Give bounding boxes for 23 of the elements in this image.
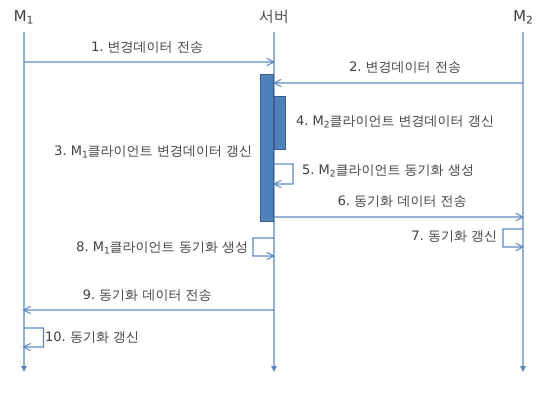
self-message-arrow (22, 327, 44, 352)
message-label: 1. 변경데이터 전송 (91, 40, 203, 56)
self-message-arrow (502, 228, 524, 252)
self-message-arrow (252, 237, 275, 260)
participant-label: 서버 (258, 6, 290, 26)
message-arrow (273, 78, 523, 88)
message-label: 5. M$_{2}$클라이언트 동기화 생성 (302, 163, 474, 179)
activation-bar (260, 74, 274, 222)
message-arrow (24, 58, 275, 66)
message-arrow (274, 212, 524, 222)
message-label: 8. M$_{1}$클라이언트 동기화 생성 (76, 240, 248, 256)
activation-bar (274, 96, 286, 150)
step-label: 4. M$_{2}$클라이언트 변경데이터 갱신 (296, 114, 494, 130)
message-arrow (22, 306, 274, 314)
self-message-arrow (273, 163, 294, 188)
participant-label: M$_{1}$ (12, 6, 34, 26)
step-label: 3. M$_{1}$클라이언트 변경데이터 갱신 (54, 144, 252, 160)
message-label: 7. 동기화 갱신 (411, 229, 497, 245)
message-label: 9. 동기화 데이터 전송 (82, 288, 212, 304)
message-label: 2. 변경데이터 전송 (349, 60, 461, 76)
participant-label: M$_{2}$ (512, 6, 534, 26)
message-label: 10. 동기화 갱신 (45, 330, 139, 346)
message-label: 6. 동기화 데이터 전송 (338, 194, 466, 210)
